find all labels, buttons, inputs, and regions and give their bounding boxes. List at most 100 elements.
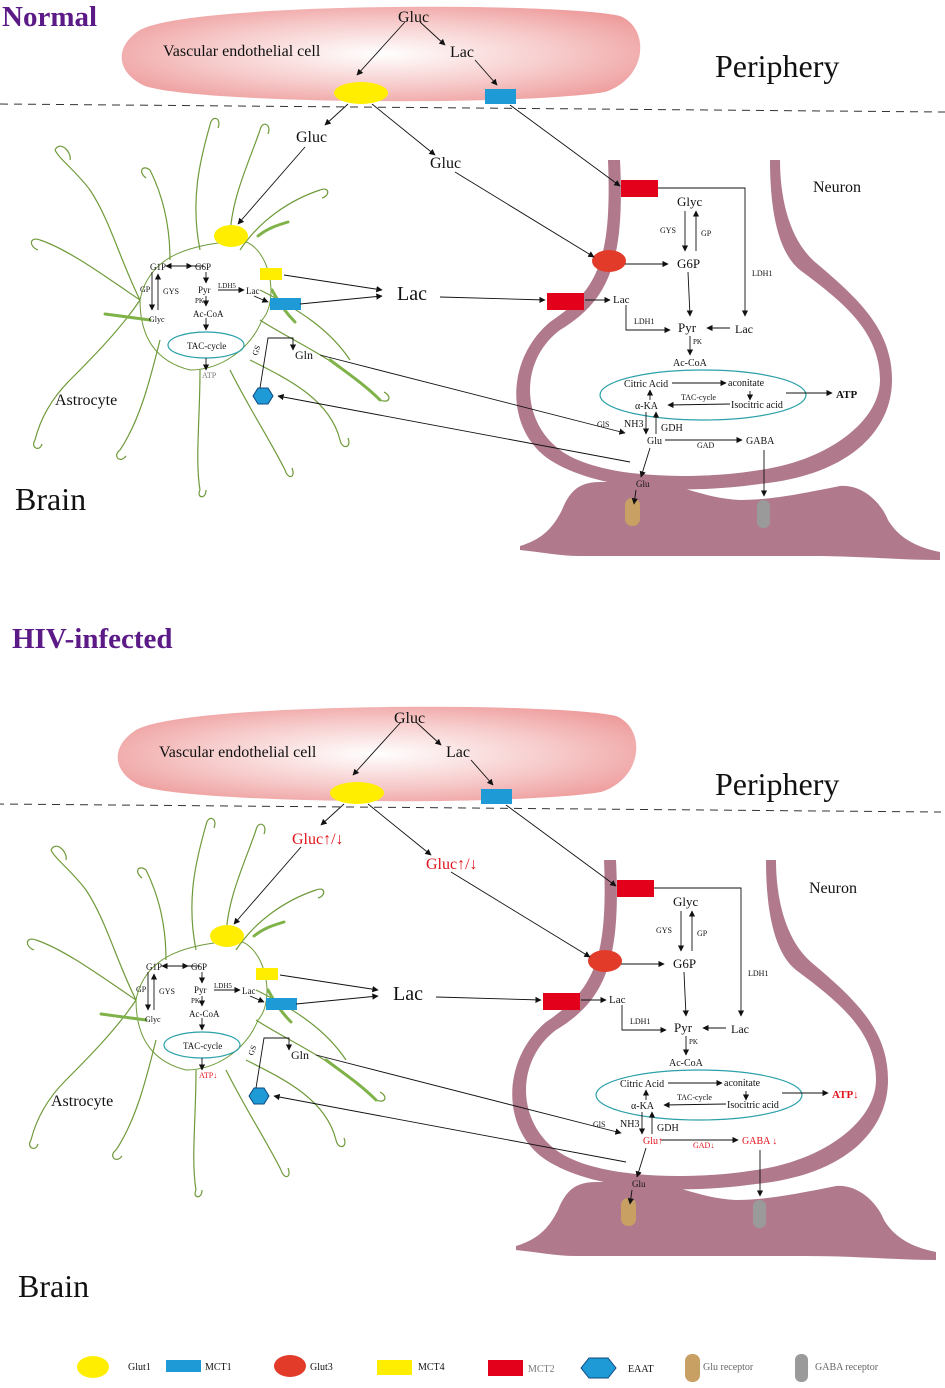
astro-tac: TAC-cycle <box>187 341 226 351</box>
legend-mct4-swatch <box>377 1360 412 1375</box>
astro-g1p: G1P <box>150 262 166 272</box>
neur-atp: ATP↓ <box>832 1089 859 1101</box>
astro-ldh5: LDH5 <box>218 282 236 290</box>
gluc-astro: Gluc <box>296 129 327 146</box>
astro-g6p: G6P <box>195 262 211 272</box>
neur-gp: GP <box>701 229 712 238</box>
legend-glut3-label: Glut3 <box>310 1362 333 1373</box>
neur-gys: GYS <box>656 926 672 935</box>
neur-gls: GlS <box>593 1120 605 1129</box>
gluc-neuron: Gluc <box>430 155 461 172</box>
astro-ldh5: LDH5 <box>214 982 232 990</box>
neur-tac: TAC-cycle <box>677 1093 712 1102</box>
astro-pyr: Pyr <box>198 285 211 295</box>
panel-title: HIV-infected <box>12 623 173 655</box>
legend-eaat-swatch <box>580 1357 617 1379</box>
neuron-label: Neuron <box>813 179 861 196</box>
astro-gln: Gln <box>291 1048 309 1062</box>
neur-isocitric: Isocitric acid <box>731 400 783 411</box>
lac-mid: Lac <box>397 283 427 305</box>
neur-gaba: GABA ↓ <box>742 1136 777 1147</box>
neur-glu2: Glu <box>632 1179 646 1189</box>
gluc-neuron: Gluc↑/↓ <box>426 856 478 873</box>
lac-top: Lac <box>450 44 474 61</box>
neur-glu: Glu <box>647 436 662 447</box>
neur-gdh: GDH <box>657 1123 679 1134</box>
panel-hiv: HIV-infected Vascular endothelial cell P… <box>0 623 941 1304</box>
astro-acoa: Ac-CoA <box>193 309 224 319</box>
brain-label: Brain <box>18 1268 89 1304</box>
astro-lac: Lac <box>246 286 260 296</box>
gluc-top: Gluc <box>398 9 429 26</box>
astrocyte-label: Astrocyte <box>55 392 117 409</box>
legend-mct2-swatch <box>488 1360 523 1376</box>
neur-aconitate: aconitate <box>724 1078 761 1089</box>
neur-nh3: NH3 <box>620 1119 639 1130</box>
astro-glyc: Glyc <box>149 315 165 324</box>
neur-glyc: Glyc <box>673 894 699 909</box>
legend-mct4-label: MCT4 <box>418 1362 445 1373</box>
neuron-label: Neuron <box>809 880 857 897</box>
astro-gln: Gln <box>295 348 313 362</box>
legend-glu-receptor-swatch <box>685 1354 700 1382</box>
astro-atp: ATP <box>202 371 217 380</box>
astro-pyr: Pyr <box>194 985 207 995</box>
astro-gs: GS <box>246 1044 258 1057</box>
legend-glut1-swatch <box>77 1356 109 1378</box>
neur-glu2: Glu <box>636 479 650 489</box>
vascular-label: Vascular endothelial cell <box>159 744 317 761</box>
astro-g6p: G6P <box>191 962 207 972</box>
lac-top: Lac <box>446 744 470 761</box>
neur-gaba: GABA <box>746 436 775 447</box>
neur-gls: GlS <box>597 420 609 429</box>
neur-citric: Citric Acid <box>624 379 668 390</box>
neur-acoa: Ac-CoA <box>673 358 708 369</box>
periphery-label: Periphery <box>715 48 839 84</box>
neur-glyc: Glyc <box>677 194 703 209</box>
neur-atp: ATP <box>836 389 857 401</box>
astro-gs: GS <box>250 344 262 357</box>
neur-aconitate: aconitate <box>728 378 765 389</box>
neur-g6p: G6P <box>677 256 700 271</box>
legend-glut1-label: Glut1 <box>128 1362 151 1373</box>
legend-mct1-swatch <box>166 1360 201 1372</box>
astro-gys: GYS <box>159 987 175 996</box>
astro-acoa: Ac-CoA <box>189 1009 220 1019</box>
lac-mid: Lac <box>393 983 423 1005</box>
neur-lac2: Lac <box>735 322 753 336</box>
legend-mct1-label: MCT1 <box>205 1362 232 1373</box>
astro-atp: ATP↓ <box>199 1071 217 1080</box>
neur-ldh1b: LDH1 <box>634 317 654 326</box>
brain-label: Brain <box>15 481 86 517</box>
neur-tac: TAC-cycle <box>681 393 716 402</box>
neur-ldh1a: LDH1 <box>748 969 768 978</box>
legend-mct2-label: MCT2 <box>528 1364 555 1375</box>
neur-lac1: Lac <box>609 994 626 1006</box>
neur-glu: Glu↑ <box>643 1136 663 1147</box>
legend: Glut1 MCT1 Glut3 MCT4 MCT2 EAAT Glu rece… <box>77 1354 879 1382</box>
astro-g1p: G1P <box>146 962 162 972</box>
neur-pk: PK <box>689 1038 698 1046</box>
astro-tac: TAC-cycle <box>183 1041 222 1051</box>
astro-gys: GYS <box>163 287 179 296</box>
neur-ldh1b: LDH1 <box>630 1017 650 1026</box>
neur-gad: GAD↓ <box>693 1141 714 1150</box>
legend-eaat-label: EAAT <box>628 1364 654 1375</box>
astro-glyc: Glyc <box>145 1015 161 1024</box>
neur-ldh1a: LDH1 <box>752 269 772 278</box>
neur-nh3: NH3 <box>624 419 643 430</box>
neur-lac2: Lac <box>731 1022 749 1036</box>
neur-akg: α-KA <box>635 401 659 412</box>
neur-gdh: GDH <box>661 423 683 434</box>
gluc-top: Gluc <box>394 710 425 727</box>
periphery-label: Periphery <box>715 766 839 802</box>
neur-acoa: Ac-CoA <box>669 1058 704 1069</box>
astro-pk: PK <box>195 297 204 305</box>
panel-normal: Normal Vascular endothelial cell Periphe… <box>0 1 945 560</box>
neur-pk: PK <box>693 338 702 346</box>
neur-gp: GP <box>697 929 708 938</box>
neur-gad: GAD <box>697 441 715 450</box>
astro-lac: Lac <box>242 986 256 996</box>
neur-g6p: G6P <box>673 956 696 971</box>
